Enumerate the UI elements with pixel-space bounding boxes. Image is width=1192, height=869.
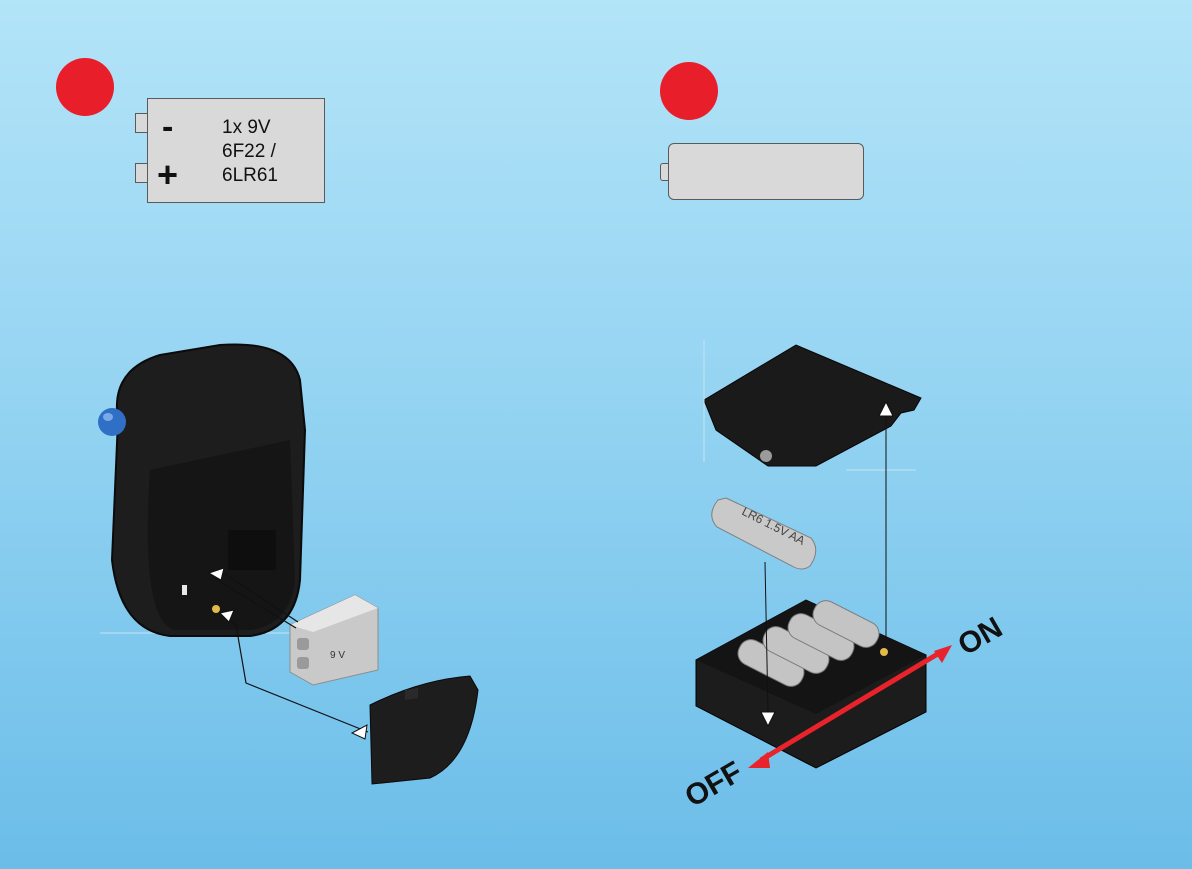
battery-box-illustration: LR6 1.5V AA <box>596 0 1192 869</box>
battery-9v-cell: 9 V <box>290 595 378 685</box>
screw-hole <box>212 605 220 613</box>
aa-battery: LR6 1.5V AA <box>712 498 816 569</box>
remote-control-illustration: 9 V <box>0 0 596 869</box>
blue-button <box>98 408 126 436</box>
blue-button-highlight <box>103 413 113 421</box>
battery-compartment <box>228 530 276 570</box>
battery-cell-text: 9 V <box>330 650 345 661</box>
contact-marker <box>182 585 187 595</box>
step-panel-right: LR6 1.5V AA ON OFF <box>596 0 1192 869</box>
battery-lid <box>704 345 921 466</box>
step-panel-left: - + 1x 9V 6F22 / 6LR61 9 V <box>0 0 596 869</box>
battery-cover <box>370 676 478 784</box>
